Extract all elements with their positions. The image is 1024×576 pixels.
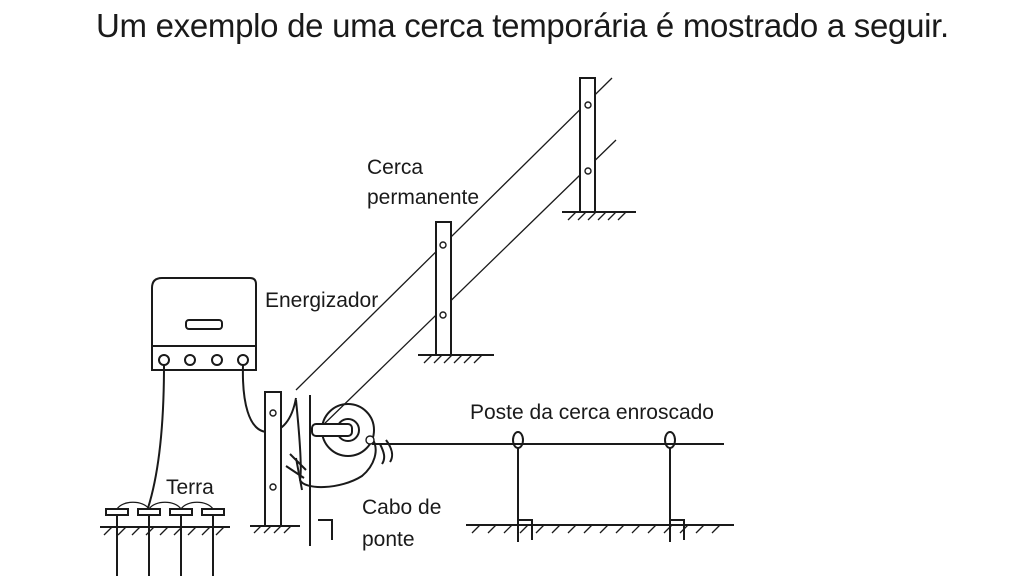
energizer-terminal: [211, 354, 223, 366]
ground-rod: [169, 508, 193, 576]
permanent-fence-post-near: [418, 221, 494, 364]
permanent-fence-wire-upper: [295, 77, 613, 391]
energizer-terminal: [158, 354, 170, 366]
label-cerca-permanente: permanente: [367, 186, 479, 209]
page-heading: Um exemplo de uma cerca temporária é mos…: [96, 7, 949, 44]
screw-in-fence-post: [664, 431, 685, 542]
temporary-fence: [372, 431, 734, 542]
permanent-fence-post-far: [562, 77, 636, 221]
permanent-fence: [295, 77, 636, 429]
cable-clip: [379, 439, 394, 465]
energizer-terminal: [237, 354, 249, 366]
wire-reel: [311, 403, 375, 457]
label-cerca-permanente: Cerca: [367, 156, 423, 179]
energizer-terminal: [184, 354, 196, 366]
energizer-display: [185, 319, 223, 330]
label-energizador: Energizador: [265, 289, 378, 312]
ground-rods: [100, 501, 230, 576]
ground-rod: [201, 508, 225, 576]
ground-rod: [137, 508, 161, 576]
jumper-cable: [295, 399, 377, 489]
label-poste-enroscado: Poste da cerca enroscado: [470, 401, 714, 424]
permanent-fence-wire-lower: [319, 139, 617, 429]
ground-rod: [105, 508, 129, 576]
label-terra: Terra: [166, 476, 214, 499]
cable-clip: [285, 453, 307, 491]
corner-post-with-reel: [250, 391, 394, 546]
energizer-unit: [147, 277, 297, 509]
reel-foot: [318, 519, 333, 540]
label-cabo-de-ponte: Cabo de: [362, 496, 441, 519]
screw-in-fence-post: [512, 431, 533, 542]
energizer-ground-lead: [147, 364, 165, 509]
reel-handle: [311, 423, 353, 437]
label-cabo-de-ponte: ponte: [362, 528, 415, 551]
